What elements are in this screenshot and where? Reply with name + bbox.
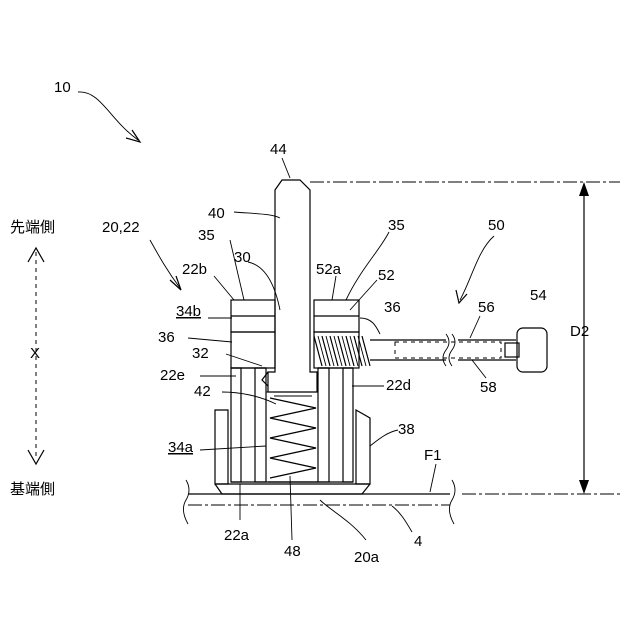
- spring-48: [268, 396, 318, 482]
- label-48: 48: [284, 543, 301, 560]
- label-50: 50: [488, 217, 505, 234]
- plunger-50: [370, 328, 547, 372]
- label-35-left: 35: [198, 227, 215, 244]
- label-58: 58: [480, 379, 497, 396]
- label-38: 38: [398, 421, 415, 438]
- floor-plate: [183, 480, 455, 524]
- rod-40: [262, 180, 317, 392]
- label-34a: 34a: [168, 439, 194, 456]
- thread-36: [314, 336, 370, 366]
- label-42: 42: [194, 383, 211, 400]
- label-52: 52: [378, 267, 395, 284]
- label-22b: 22b: [182, 261, 207, 278]
- label-36-right: 36: [384, 299, 401, 316]
- label-32: 32: [192, 345, 209, 362]
- label-36-left: 36: [158, 329, 175, 346]
- label-54: 54: [530, 287, 547, 304]
- label-4: 4: [414, 533, 422, 550]
- label-40: 40: [208, 205, 225, 222]
- reference-labels: 10 44 40 20,22 35 35 50 30 22b 52a 52 54…: [10, 79, 589, 566]
- label-44: 44: [270, 141, 287, 158]
- label-52a: 52a: [316, 261, 342, 278]
- label-22a: 22a: [224, 527, 250, 544]
- label-30: 30: [234, 249, 251, 266]
- label-F1: F1: [424, 447, 442, 464]
- label-D2: D2: [570, 323, 589, 340]
- label-tip-side: 先端側: [10, 218, 55, 236]
- label-20a: 20a: [354, 549, 380, 566]
- label-X: X: [30, 345, 40, 362]
- label-22d: 22d: [386, 377, 411, 394]
- label-base-side: 基端側: [10, 480, 55, 498]
- label-56: 56: [478, 299, 495, 316]
- label-10: 10: [54, 79, 71, 96]
- label-20-22: 20,22: [102, 219, 140, 236]
- housing-22: [231, 368, 353, 482]
- leader-lines: [78, 92, 494, 540]
- label-35-right: 35: [388, 217, 405, 234]
- label-22e: 22e: [160, 367, 185, 384]
- label-34b: 34b: [176, 303, 201, 320]
